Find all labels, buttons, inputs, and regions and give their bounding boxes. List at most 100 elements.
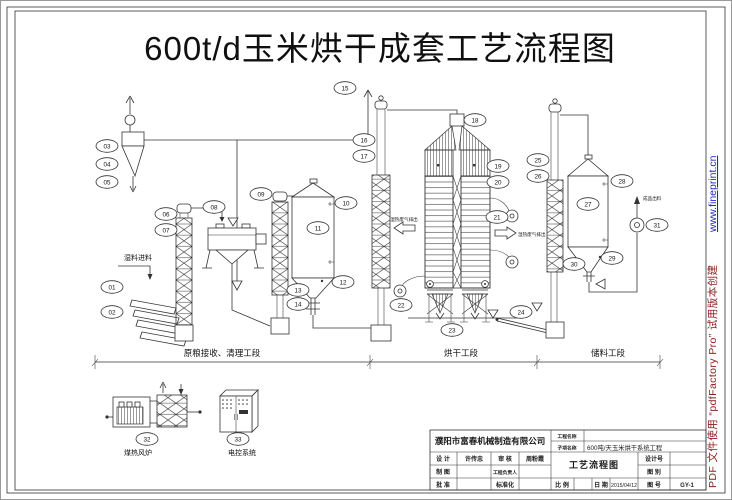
equipment-label: 24 <box>509 305 533 319</box>
section-label-drying: 烘干工段 <box>444 348 479 358</box>
svg-text:12: 12 <box>339 279 347 286</box>
svg-text:11: 11 <box>315 225 322 232</box>
section-label-receiving: 原粮接收、清理工段 <box>184 348 261 358</box>
equipment-label: 32 <box>135 432 159 446</box>
equipment-label: 27 <box>576 197 600 211</box>
equipment-label: 06 <box>154 207 178 221</box>
scale-label: 比 例 <box>555 481 569 489</box>
design-no-label: 设计号 <box>645 455 663 463</box>
equipment-label: 12 <box>331 275 355 289</box>
drawing-no-label: 图 号 <box>647 481 661 489</box>
equipment-label: 10 <box>334 196 358 210</box>
equipment-label: 05 <box>95 175 119 189</box>
exhaust-arrow-right: 湿热废气排出 <box>494 226 546 240</box>
check-label: 审 核 <box>498 455 512 463</box>
svg-text:08: 08 <box>210 204 218 211</box>
cleaning-sieve <box>202 223 271 327</box>
equipment-label: 07 <box>154 223 178 237</box>
section-label-storage: 储料工段 <box>591 348 626 358</box>
equipment-label: 26 <box>526 169 550 183</box>
project-name-label: 工程名称 <box>557 433 576 440</box>
svg-text:13: 13 <box>294 287 302 294</box>
svg-text:31: 31 <box>653 222 661 229</box>
drawing-title: 600t/d玉米烘干成套工艺流程图 <box>144 30 616 67</box>
svg-text:05: 05 <box>103 179 111 186</box>
section-divider: 原粮接收、清理工段 烘干工段 储料工段 <box>91 348 664 369</box>
frame-outer <box>6 6 726 494</box>
equipment-label: 31 <box>645 218 669 232</box>
svg-text:01: 01 <box>108 284 116 291</box>
equipment-label: 33 <box>226 432 250 446</box>
svg-text:24: 24 <box>517 309 525 316</box>
svg-text:29: 29 <box>608 255 616 262</box>
equipment-label: 11 <box>306 221 330 235</box>
drawing-name: 工艺流程图 <box>569 459 619 470</box>
svg-text:33: 33 <box>234 436 242 443</box>
equipment-label: 23 <box>440 323 464 337</box>
watermark: PDF 文件使用 “pdfFactory Pro” 试用版本创建 www.fin… <box>706 155 719 488</box>
svg-text:20: 20 <box>494 179 502 186</box>
bucket-elevator-4 <box>545 98 589 339</box>
equipment-label: 08 <box>202 200 226 214</box>
svg-text:32: 32 <box>143 436 151 443</box>
buffer-silo <box>290 178 374 329</box>
watermark-text: PDF 文件使用 “pdfFactory Pro” 试用版本创建 <box>706 264 719 488</box>
standardization-label: 标准化 <box>495 481 514 489</box>
svg-text:09: 09 <box>257 191 265 198</box>
svg-text:28: 28 <box>618 178 626 185</box>
design-label: 设 计 <box>436 455 450 463</box>
equipment-label: 22 <box>389 298 413 312</box>
equipment-label: 04 <box>95 157 119 171</box>
wet-grain-feed: 湿料进料 <box>118 253 153 280</box>
draft-label: 制 图 <box>436 468 450 476</box>
receiving-grate <box>129 299 187 347</box>
svg-text:23: 23 <box>448 327 456 334</box>
dryer-hopper-left <box>425 289 455 323</box>
equipment-labels: 01 02 03 04 05 06 07 08 09 10 11 12 13 1… <box>95 81 669 446</box>
product-out-label: 成品出料 <box>643 195 662 202</box>
check-name: 周粉霞 <box>526 455 545 463</box>
svg-text:14: 14 <box>294 301 302 308</box>
category-label: 图 别 <box>647 468 661 476</box>
svg-text:22: 22 <box>397 302 405 309</box>
equipment-label: 16 <box>352 133 376 147</box>
svg-text:21: 21 <box>493 214 501 221</box>
equipment-label: 30 <box>562 257 586 271</box>
svg-text:27: 27 <box>584 201 592 208</box>
equipment-label: 25 <box>526 153 550 167</box>
date-label: 日 期 <box>594 481 608 489</box>
bucket-elevator-1 <box>174 203 239 342</box>
equipment-label: 09 <box>249 187 273 201</box>
subitem-name-label: 子项名称 <box>557 445 576 452</box>
watermark-url[interactable]: www.fineprint.cn <box>707 155 719 233</box>
control-cabinet: 电控系统 <box>219 389 259 457</box>
title-block: 濮阳市富春机械制造有限公司 工程名称 子项名称 600吨/天玉米烘干系统工程 设… <box>429 429 707 491</box>
svg-text:26: 26 <box>534 173 542 180</box>
svg-text:30: 30 <box>570 261 578 268</box>
svg-text:03: 03 <box>103 143 111 150</box>
approve-label: 批 准 <box>436 481 450 489</box>
svg-text:07: 07 <box>162 227 170 234</box>
equipment-label: 19 <box>486 159 510 173</box>
equipment-label: 13 <box>286 283 310 297</box>
exhaust-left-label: 湿热废气排出 <box>390 216 418 223</box>
subitem-name-value: 600吨/天玉米烘干系统工程 <box>587 443 663 452</box>
product-discharge-fan: 成品出料 <box>629 195 662 233</box>
bucket-elevator-3 <box>370 95 458 342</box>
dryer-tower <box>424 113 491 323</box>
storage-silo <box>566 154 638 293</box>
equipment-label: 29 <box>600 251 624 265</box>
dryer-hopper-right <box>460 289 490 323</box>
furnace-label: 煤热风炉 <box>124 448 152 457</box>
svg-text:06: 06 <box>162 211 170 218</box>
equipment-label: 17 <box>352 149 376 163</box>
frame-inner <box>14 10 707 491</box>
wet-feed-label: 湿料进料 <box>124 253 152 262</box>
company-name: 濮阳市富春机械制造有限公司 <box>435 436 546 446</box>
equipment-label: 03 <box>95 139 119 153</box>
coal-furnace: 煤热风炉 <box>105 381 202 457</box>
lead-label: 工程负责人 <box>493 469 517 476</box>
